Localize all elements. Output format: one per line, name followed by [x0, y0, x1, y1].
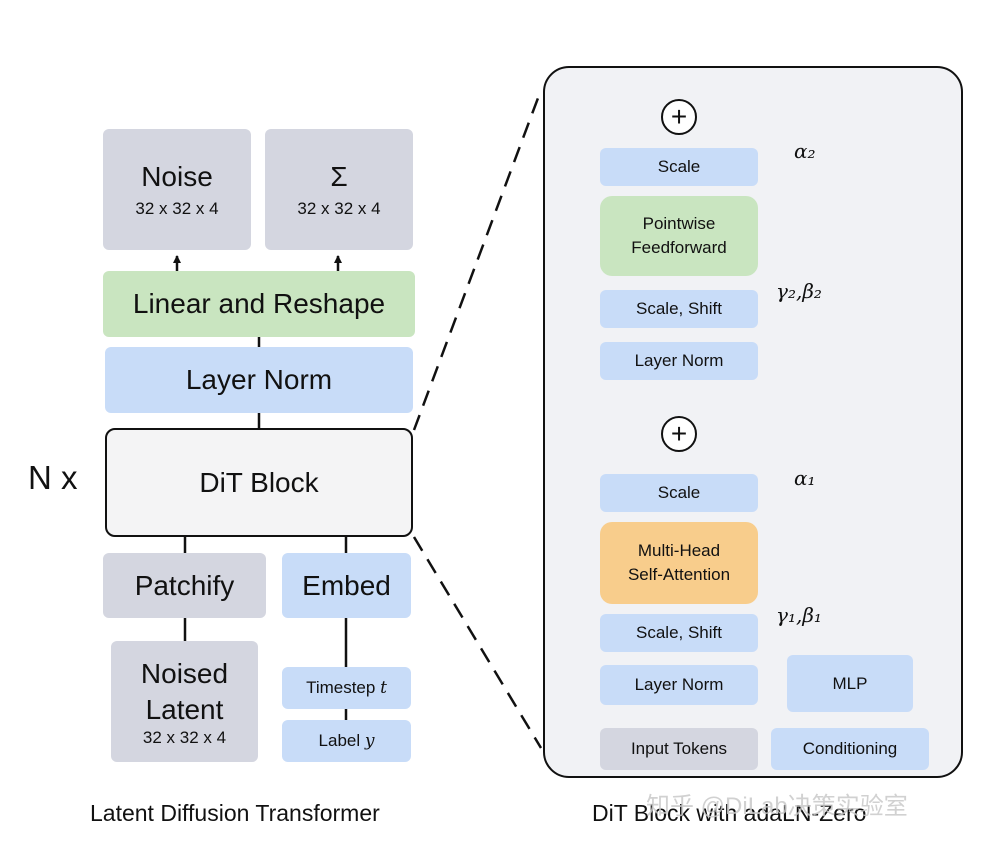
sigma-dims: 32 x 32 x 4	[297, 198, 381, 218]
conditioning-box: Conditioning	[771, 728, 929, 770]
linear-reshape-box: Linear and Reshape	[103, 271, 415, 337]
noise-title: Noise	[141, 160, 213, 192]
timestep-box: Timestep t	[282, 667, 411, 709]
gamma1-beta1-label: γ₁,β₁	[776, 603, 822, 627]
pointwise-line1: Pointwise	[642, 214, 716, 233]
multi-head-attention-box: Multi-Head Self-Attention	[600, 522, 758, 604]
input-tokens-box: Input Tokens	[600, 728, 758, 770]
layer-norm-box: Layer Norm	[105, 347, 413, 413]
scale-shift-top-box: Scale, Shift	[600, 290, 758, 328]
noised-latent-line2: Latent	[145, 693, 224, 725]
timestep-text: Timestep	[306, 678, 381, 697]
noised-latent-box: Noised Latent 32 x 32 x 4	[111, 641, 258, 762]
scale-bottom-box: Scale	[600, 474, 758, 512]
alpha1-label: α₁	[794, 466, 816, 490]
label-text: Label	[318, 731, 365, 750]
scale-top-box: Scale	[600, 148, 758, 186]
mlp-box: MLP	[787, 655, 913, 712]
noise-dims: 32 x 32 x 4	[135, 198, 219, 218]
noised-latent-dims: 32 x 32 x 4	[142, 727, 227, 747]
pointwise-line2: Feedforward	[631, 238, 727, 257]
gamma2-beta2-label: γ₂,β₂	[776, 279, 822, 303]
label-box: Label y	[282, 720, 411, 762]
residual-add-top: +	[661, 99, 697, 135]
dit-block-box: DiT Block	[105, 428, 413, 537]
right-caption: DiT Block with adaLN-Zero	[592, 800, 867, 826]
noised-latent-line1: Noised	[140, 657, 229, 689]
alpha2-label: α₂	[794, 139, 816, 163]
patchify-box: Patchify	[103, 553, 266, 618]
sigma-title: Σ	[330, 160, 348, 192]
label-var: y	[364, 731, 375, 751]
layer-norm-top-box: Layer Norm	[600, 342, 758, 380]
left-caption: Latent Diffusion Transformer	[90, 800, 380, 826]
n-times-label: N x	[28, 459, 78, 496]
noise-output-box: Noise 32 x 32 x 4	[103, 129, 251, 250]
scale-shift-bottom-box: Scale, Shift	[600, 614, 758, 652]
watermark: 知乎 @DiLab决策实验室	[646, 793, 908, 820]
layer-norm-bottom-box: Layer Norm	[600, 665, 758, 705]
residual-add-bottom: +	[661, 416, 697, 452]
pointwise-feedforward-box: Pointwise Feedforward	[600, 196, 758, 276]
timestep-var: t	[380, 678, 387, 698]
sigma-output-box: Σ 32 x 32 x 4	[265, 129, 413, 250]
attention-line1: Multi-Head	[637, 541, 721, 560]
embed-box: Embed	[282, 553, 411, 618]
attention-line2: Self-Attention	[627, 565, 731, 584]
